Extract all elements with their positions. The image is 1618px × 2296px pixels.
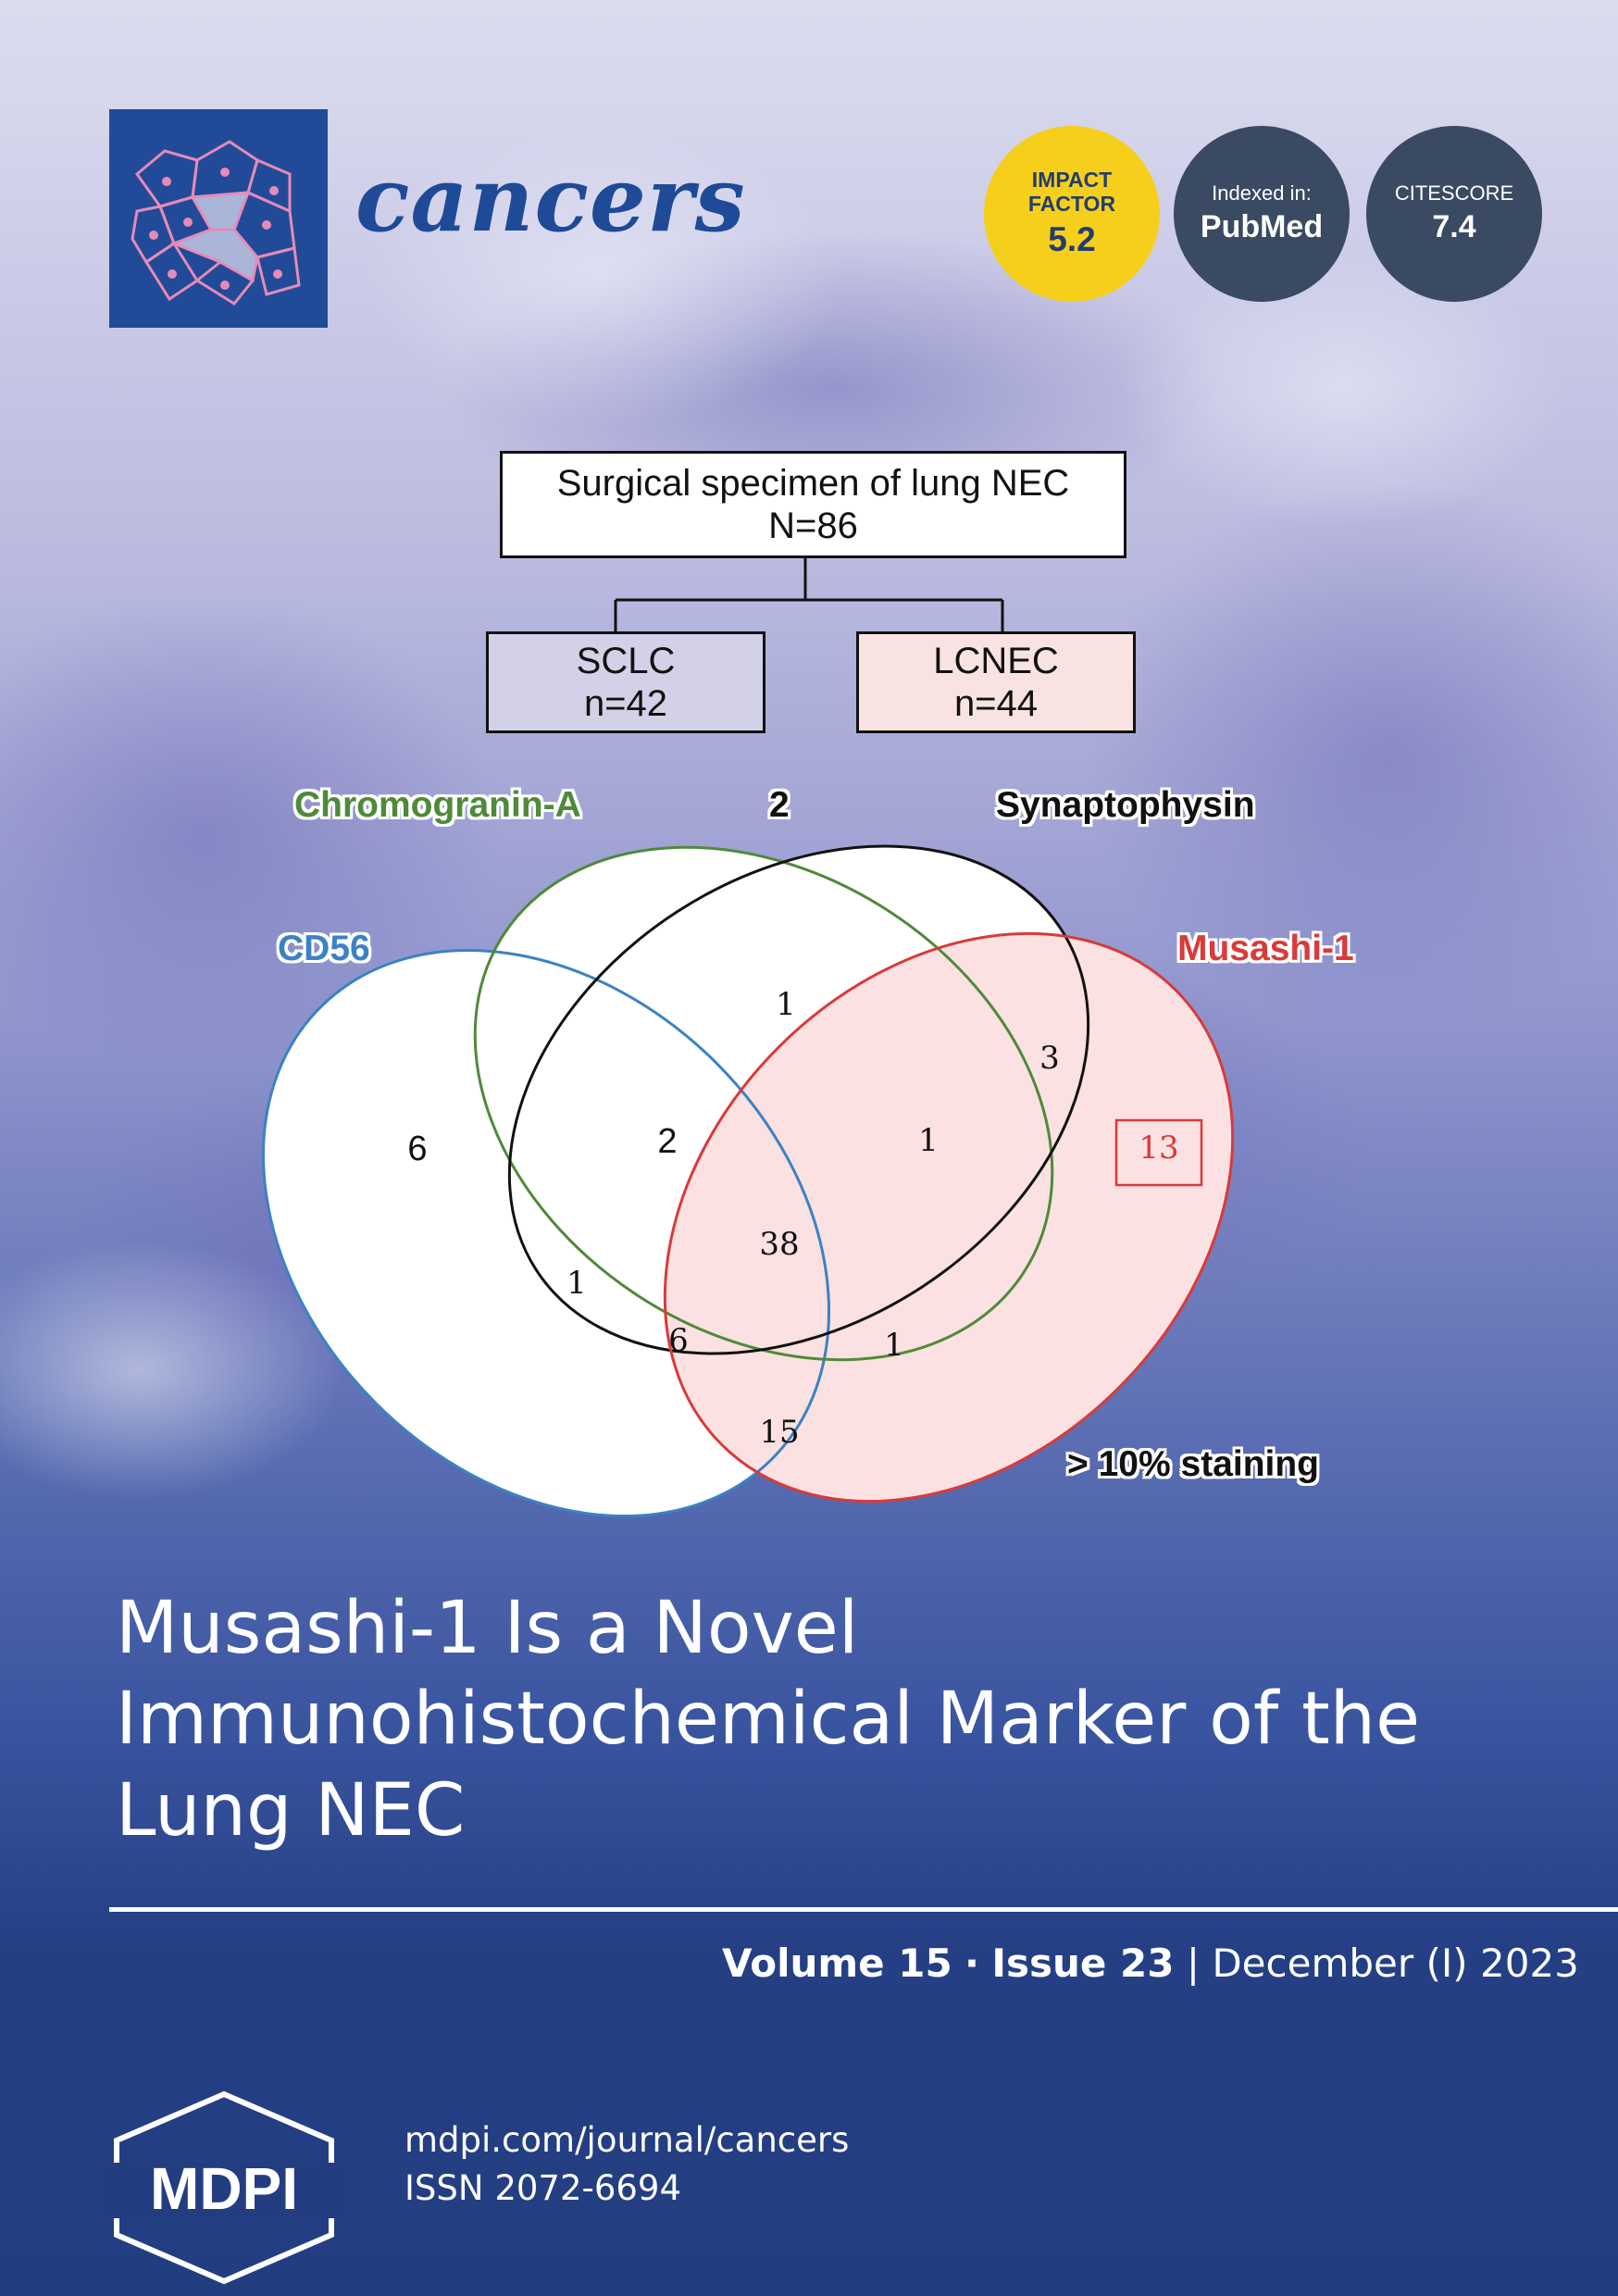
sclc-line-1: SCLC: [576, 641, 676, 681]
article-title: Musashi-1 Is a Novel Immunohistochemical…: [116, 1583, 1541, 1856]
musashi-label: Musashi-1: [1177, 929, 1354, 968]
sclc-line-2: n=42: [583, 683, 668, 724]
root-line-1: Surgical specimen of lung NEC: [556, 463, 1070, 504]
indexed-value: PubMed: [1200, 209, 1324, 245]
venn-region-cd56-syn-mus: 6: [668, 1322, 689, 1359]
issue-date: December (I) 2023: [1212, 1940, 1579, 1986]
flowchart-sclc-box: SCLC n=42: [486, 631, 765, 733]
citescore-label: CITESCORE: [1394, 181, 1514, 206]
synaptophysin-label: Synaptophysin: [996, 785, 1255, 825]
musashi-only-box: [1114, 1118, 1203, 1187]
title-line-3: Lung NEC: [116, 1768, 466, 1853]
divider-rule: [109, 1907, 1618, 1912]
venn-region-cd56-mus: 15: [759, 1414, 800, 1451]
mdpi-wordmark: MDPI: [150, 2155, 298, 2222]
flowchart-lcnec-box: LCNEC n=44: [856, 631, 1136, 733]
impact-label-2: FACTOR: [1027, 191, 1116, 216]
chromogranin-label: Chromogranin-A: [294, 785, 581, 825]
journal-url[interactable]: mdpi.com/journal/cancers: [404, 2120, 850, 2160]
cd56-label: CD56: [278, 929, 370, 968]
venn-region-cd56-chromo: 2: [657, 1122, 678, 1161]
venn-region-all-four: 38: [759, 1226, 800, 1263]
flowchart-root-box: Surgical specimen of lung NEC N=86: [500, 451, 1126, 558]
citescore-value: 7.4: [1432, 209, 1476, 245]
musashi-ellipse: [663, 931, 1235, 1504]
flowchart-connectors: [614, 558, 1004, 631]
title-line-2: Immunohistochemical Marker of the: [116, 1678, 1421, 1762]
venn-region-cd56-syn: 1: [566, 1265, 587, 1302]
cd56-ellipse: [262, 949, 830, 1517]
journal-name: cancers: [355, 147, 746, 252]
cells-logo-icon: [131, 140, 301, 306]
musashi-fill: [665, 933, 1233, 1502]
impact-factor-badge: IMPACT FACTOR 5.2: [984, 126, 1160, 302]
pubmed-badge: Indexed in: PubMed: [1174, 126, 1350, 302]
impact-label-1: IMPACT: [1031, 168, 1113, 193]
issue-bar: |: [1186, 1940, 1200, 1986]
volume-label: Volume 15: [722, 1940, 952, 1986]
impact-value: 5.2: [1048, 219, 1096, 258]
indexed-label: Indexed in:: [1212, 181, 1312, 206]
venn-diagram: [262, 844, 1235, 1517]
outside-count-label: 2: [769, 785, 790, 825]
issue-info: Volume 15 · Issue 23 | December (I) 2023: [722, 1940, 1579, 1986]
hexagon-icon: [114, 2090, 334, 2285]
venn-region-syn-mus: 3: [1039, 1040, 1060, 1077]
lcnec-line-2: n=44: [953, 683, 1039, 724]
lcnec-line-1: LCNEC: [933, 641, 1059, 681]
citescore-badge: CITESCORE 7.4: [1366, 126, 1542, 302]
issue-separator: ·: [965, 1940, 980, 1986]
mdpi-logo: MDPI: [104, 2090, 344, 2285]
issue-label: Issue 23: [991, 1940, 1175, 1986]
chromogranin-ellipse: [473, 845, 1054, 1362]
venn-region-chromo-syn-mus-low: 1: [884, 1327, 904, 1364]
synaptophysin-ellipse: [507, 844, 1090, 1355]
journal-issn: ISSN 2072-6694: [404, 2168, 681, 2208]
journal-logo: [109, 109, 328, 328]
venn-region-chromo-syn-mus: 1: [918, 1122, 939, 1159]
root-line-2: N=86: [768, 505, 858, 546]
title-line-1: Musashi-1 Is a Novel: [116, 1587, 859, 1670]
venn-region-cd56-only: 6: [407, 1129, 428, 1168]
venn-region-chromo-syn: 1: [776, 986, 796, 1023]
venn-region-mus-only: 13: [1139, 1129, 1179, 1167]
staining-threshold-label: > 10% staining: [1067, 1444, 1320, 1484]
